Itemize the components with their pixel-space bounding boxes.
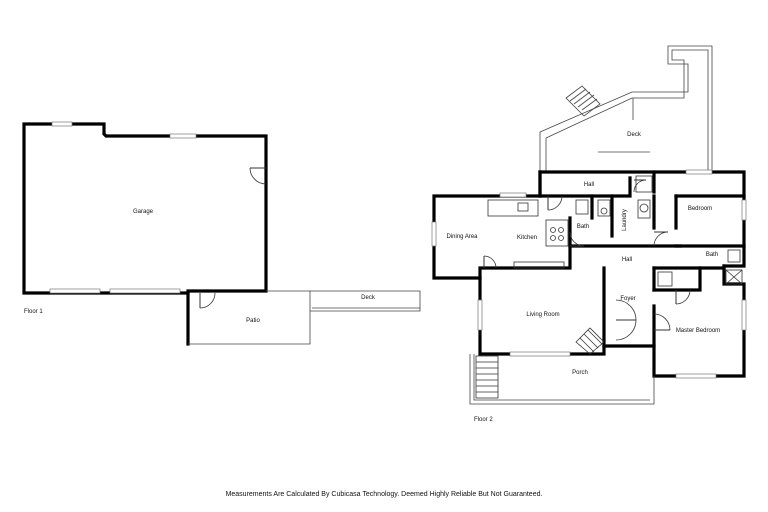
- laundry-fixtures: [635, 175, 653, 219]
- disclaimer-text: Measurements Are Calculated By Cubicasa …: [226, 491, 543, 498]
- room-label-porch: Porch: [572, 370, 588, 376]
- room-label-master-bedroom: Master Bedroom: [676, 328, 720, 334]
- doors-floor2: [483, 179, 691, 341]
- living-room-stairs: [575, 327, 605, 355]
- windows-floor2: [431, 169, 747, 379]
- garage-window-top-left: [51, 121, 73, 127]
- floor-1-label: Floor 1: [24, 309, 43, 315]
- porch-outline: [469, 354, 655, 405]
- room-label-deck-upper: Deck: [627, 132, 642, 138]
- upper-deck-inner-outline: [545, 49, 709, 172]
- floor-2-plan: Deck Hall Bedroom Dining Area Kitchen Ba…: [431, 45, 747, 423]
- room-label-laundry: Laundry: [622, 209, 628, 231]
- room-label-hall-lower: Hall: [622, 257, 632, 263]
- room-label-garage: Garage: [133, 209, 154, 215]
- floor-1-plan: Garage Patio Deck Floor 1: [22, 121, 421, 346]
- garage-walls: [22, 122, 268, 295]
- room-label-patio: Patio: [246, 318, 260, 324]
- interior-walls: [478, 170, 746, 348]
- room-label-bath-small: Bath: [577, 224, 589, 230]
- room-label-hall-upper: Hall: [584, 182, 594, 188]
- garage-door-opening-2: [109, 288, 181, 294]
- room-label-bath-master: Bath: [706, 252, 718, 258]
- deck-floor1-outline: [310, 290, 421, 312]
- porch-stairs: [475, 355, 499, 399]
- garage-side-door-swing: [249, 167, 267, 185]
- upper-deck-outline: [539, 45, 713, 172]
- deck-stairs: [565, 85, 601, 117]
- room-label-deck-floor1: Deck: [361, 295, 376, 301]
- room-label-living-room: Living Room: [526, 312, 559, 318]
- porch-inner-outline: [473, 354, 650, 401]
- patio-door-swing: [199, 292, 216, 309]
- garage-window-top-right: [169, 133, 197, 139]
- room-label-foyer: Foyer: [620, 296, 635, 302]
- house-outer-walls: [432, 170, 746, 378]
- room-label-dining-area: Dining Area: [446, 234, 478, 240]
- kitchen-counters: [487, 199, 569, 269]
- master-bath-fixtures: [657, 249, 743, 287]
- bath-small-fixtures: [575, 199, 611, 217]
- garage-door-opening: [49, 288, 101, 294]
- room-label-kitchen: Kitchen: [517, 235, 537, 241]
- floor-2-label: Floor 2: [474, 417, 493, 423]
- room-label-bedroom: Bedroom: [688, 206, 712, 212]
- patio-outline: [188, 290, 311, 345]
